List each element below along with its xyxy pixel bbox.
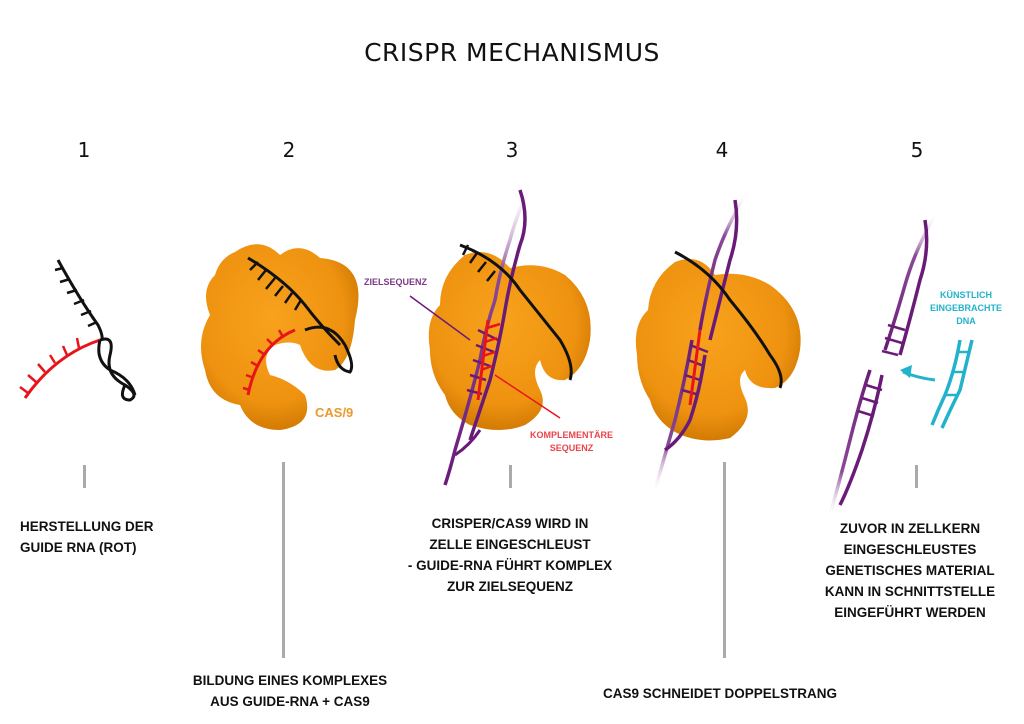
step-4-caption: CAS9 SCHNEIDET DOPPELSTRANG [602,686,838,701]
connector-step-1 [83,465,86,488]
connector-step-5 [915,465,918,488]
cas9-label: CAS/9 [315,405,354,420]
step1-guide-rna [19,259,137,402]
target-sequence-label: ZIELSEQUENZ [364,277,428,287]
connector-step-3 [509,465,512,488]
step5-cut-target-dna [828,214,937,516]
step3-cas9-complex [428,251,591,430]
step4-cut-dna [653,194,783,491]
step3-guide-rna [409,243,573,419]
step-number-4: 4 [715,138,729,162]
step-number-1: 1 [77,138,91,162]
connector-step-2 [282,462,285,658]
step-number-5: 5 [910,138,924,162]
step5-artificial-dna [900,339,974,429]
step-1-caption: HERSTELLUNG DER GUIDE RNA (ROT) [20,519,154,555]
complementary-sequence-label: KOMPLEMENTÄRE SEQUENZ [530,430,613,453]
step-number-3: 3 [505,138,519,162]
step-number-2: 2 [282,138,296,162]
artificial-dna-label: KÜNSTLICH EINGEBRACHTE DNA [930,290,1003,326]
step2-guide-rna [242,256,354,396]
step4-cas9-complex [635,258,801,441]
step-3-caption: CRISPER/CAS9 WIRD IN ZELLE EINGESCHLEUST… [407,516,613,594]
connector-step-4 [723,462,726,658]
step-2-caption: BILDUNG EINES KOMPLEXES AUS GUIDE-RNA + … [192,673,388,709]
step-5-caption: ZUVOR IN ZELLKERN EINGESCHLEUSTES GENETI… [824,521,996,620]
page-title: CRISPR MECHANISMUS [364,38,660,67]
